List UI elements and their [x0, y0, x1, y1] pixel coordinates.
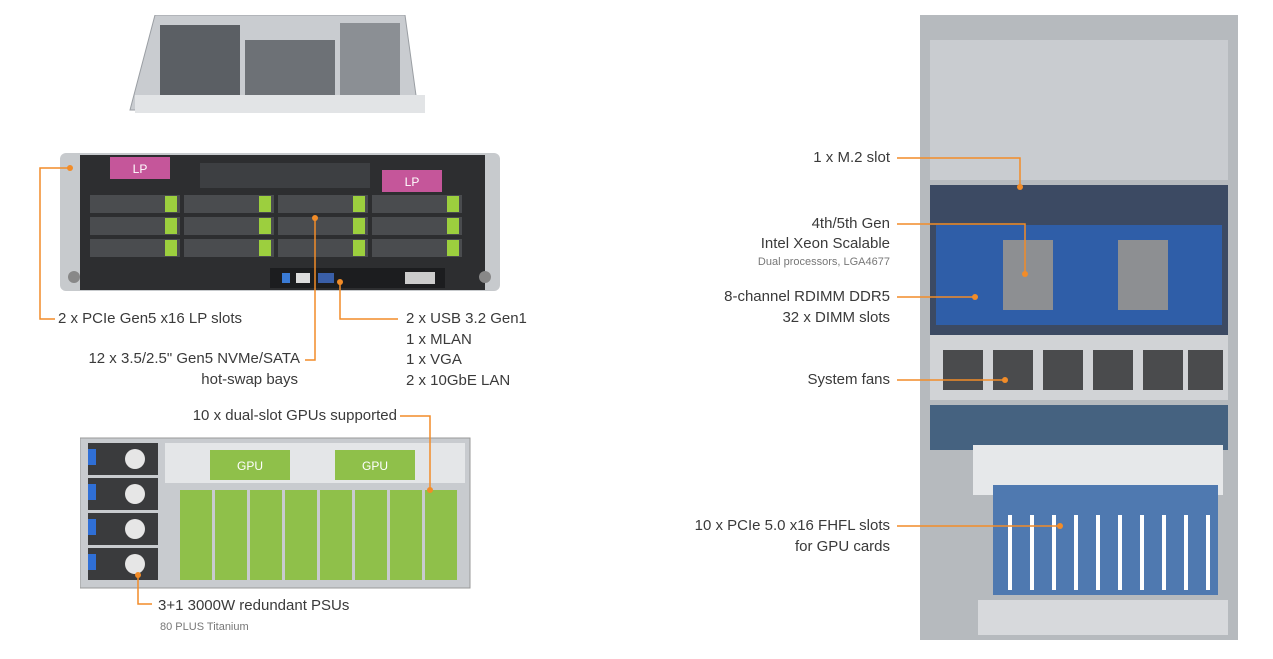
- front-view-drawing: LP LP: [60, 15, 500, 291]
- callout-pcie-line1: 10 x PCIe 5.0 x16 FHFL slots: [694, 517, 890, 534]
- top-view-drawing: [920, 15, 1238, 640]
- callout-cpu-sub: Dual processors, LGA4677: [757, 256, 890, 268]
- callout-psu-sub: 80 PLUS Titanium: [160, 621, 249, 633]
- callout-gpus: 10 x dual-slot GPUs supported: [192, 407, 397, 424]
- callout-lp-slots: 2 x PCIe Gen5 x16 LP slots: [58, 310, 242, 327]
- callout-mem-line1: 8-channel RDIMM DDR5: [724, 288, 890, 305]
- psu-stack: [88, 443, 158, 580]
- callout-mem-line2: 32 x DIMM slots: [782, 309, 890, 326]
- drive-bays: [90, 195, 462, 257]
- gpu-tag-top-2: GPU: [362, 459, 388, 473]
- callout-io-line1: 2 x USB 3.2 Gen1: [406, 310, 527, 327]
- callout-m2: 1 x M.2 slot: [813, 149, 890, 166]
- callout-io-line4: 2 x 10GbE LAN: [406, 372, 511, 389]
- callout-bays-line2: hot-swap bays: [201, 371, 298, 388]
- gpu-slot-row: [180, 490, 457, 580]
- gpu-tag-top-1: GPU: [237, 459, 263, 473]
- lp-tag-left: LP: [133, 162, 148, 176]
- callout-cpu-line2: Intel Xeon Scalable: [760, 235, 890, 252]
- callout-io-line3: 1 x VGA: [406, 351, 462, 368]
- lp-tag-right: LP: [405, 175, 420, 189]
- callout-psu: 3+1 3000W redundant PSUs: [158, 597, 350, 614]
- callout-fans: System fans: [807, 371, 890, 388]
- callout-pcie-line2: for GPU cards: [794, 538, 890, 555]
- callout-cpu-line1: 4th/5th Gen: [811, 215, 890, 232]
- callout-io-line2: 1 x MLAN: [406, 331, 472, 348]
- callout-bays-line1: 12 x 3.5/2.5" Gen5 NVMe/SATA: [88, 350, 300, 367]
- rear-view-drawing: GPU GPU: [80, 437, 471, 589]
